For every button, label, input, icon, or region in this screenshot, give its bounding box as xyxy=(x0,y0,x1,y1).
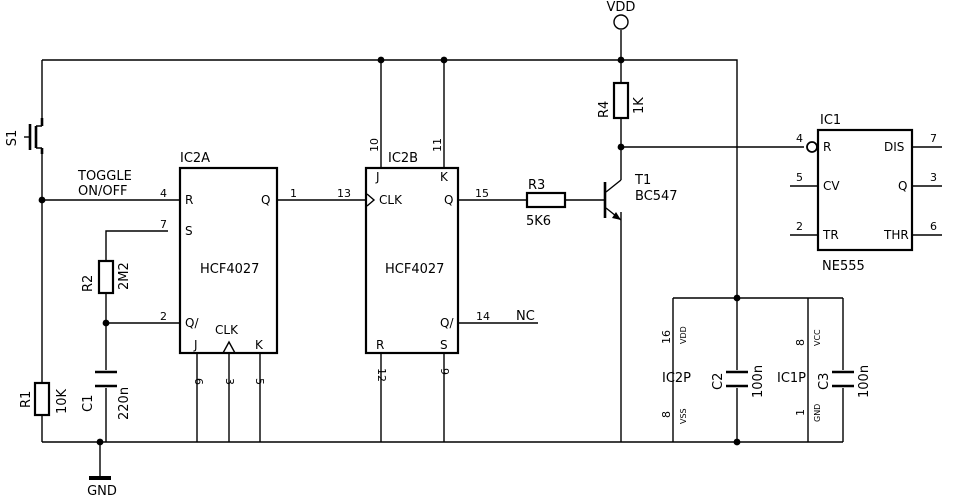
ic1-pin-tr: TR xyxy=(822,228,839,242)
ic2b-pin-r: R xyxy=(376,338,384,352)
ic2p-vss-label: VSS xyxy=(679,408,688,424)
wires xyxy=(41,30,942,476)
capacitor-c3: C3 100n xyxy=(817,365,872,398)
ic2a-pin-clk: CLK xyxy=(215,323,239,337)
ic1-pin-r: R xyxy=(823,140,831,154)
gnd-symbol: GND xyxy=(87,476,117,499)
r4-ref: R4 xyxy=(597,101,612,118)
ic2a-pinnum-clk: 3 xyxy=(223,378,236,385)
r3-ref: R3 xyxy=(528,178,545,193)
ic1-pin-thr: THR xyxy=(883,228,909,242)
c3-ref: C3 xyxy=(817,373,832,390)
ic2b-pinnum-r: 12 xyxy=(375,368,388,382)
ic2a-pin-s: S xyxy=(185,224,193,238)
resistor-r3: R3 5K6 xyxy=(525,178,567,229)
ic2a-pinnum-j: 6 xyxy=(192,378,205,385)
toggle-label-2: ON/OFF xyxy=(78,184,128,199)
c1-value: 220n xyxy=(117,387,132,420)
ic2b-pinnum-s: 9 xyxy=(438,368,451,375)
ic1-title: IC1 xyxy=(820,113,841,128)
t1-part: BC547 xyxy=(635,189,678,204)
ic2b: IC2B HCF4027 J K CLK Q Q/ R S 10 11 13 1… xyxy=(337,138,535,382)
ic2a-pinnum-k: 5 xyxy=(253,378,266,385)
ic2a-pin-j: J xyxy=(193,338,198,352)
ic2a-pinnum-q: 1 xyxy=(290,187,297,200)
s1-ref: S1 xyxy=(5,130,20,147)
c3-value: 100n xyxy=(857,365,872,398)
ic1-pinnum-thr: 6 xyxy=(930,220,937,233)
resistor-r4: R4 1K xyxy=(597,81,647,120)
ic2a-part: HCF4027 xyxy=(200,262,259,277)
ic2b-title: IC2B xyxy=(388,151,418,166)
ic2p-ref: IC2P xyxy=(662,371,691,386)
ic1-pin-q: Q xyxy=(898,179,907,193)
ic1p-power: 8 VCC IC1P 1 GND xyxy=(777,329,822,422)
ic2p-vdd-pin: 16 xyxy=(660,330,673,344)
ic2b-pin-qbar: Q/ xyxy=(440,316,454,330)
vdd-label: VDD xyxy=(607,0,636,15)
ic2p-power: 16 VDD IC2P 8 VSS xyxy=(660,326,691,424)
ic1-pin-dis: DIS xyxy=(884,140,904,154)
ic2a-pinnum-s: 7 xyxy=(160,218,167,231)
ic2b-pin-j: J xyxy=(375,170,380,184)
ic1-pinnum-cv: 5 xyxy=(796,171,803,184)
ic2b-pin-q: Q xyxy=(444,193,453,207)
ic1-pin-cv: CV xyxy=(823,179,840,193)
ic2b-part: HCF4027 xyxy=(385,262,444,277)
capacitor-c2: C2 100n xyxy=(711,365,766,398)
ic2a-pin-q: Q xyxy=(261,193,270,207)
ic2b-pin-k: K xyxy=(440,170,449,184)
r4-value: 1K xyxy=(632,97,647,114)
ic2a-pin-k: K xyxy=(255,338,264,352)
switch-s1: S1 xyxy=(5,118,44,154)
ic2b-pinnum-qbar: 14 xyxy=(476,310,490,323)
ic1-pinnum-tr: 2 xyxy=(796,220,803,233)
gnd-label: GND xyxy=(87,484,117,499)
r3-value: 5K6 xyxy=(526,214,551,229)
ic2b-pinnum-k: 11 xyxy=(431,138,444,152)
capacitor-c1: C1 220n xyxy=(81,370,132,420)
ic2a-pinnum-qbar: 2 xyxy=(160,310,167,323)
ic2b-pin-clk: CLK xyxy=(379,193,403,207)
ic1p-ref: IC1P xyxy=(777,371,806,386)
ic2p-vdd-label: VDD xyxy=(679,326,688,344)
ic1-pinnum-dis: 7 xyxy=(930,132,937,145)
ic1p-vcc-label: VCC xyxy=(813,329,822,346)
ic2a-pinnum-r: 4 xyxy=(160,187,167,200)
junctions xyxy=(38,56,741,446)
c2-value: 100n xyxy=(751,365,766,398)
ic1p-gnd-pin: 1 xyxy=(794,409,807,416)
ic2a-pin-r: R xyxy=(185,193,193,207)
resistor-r1: R1 10K xyxy=(19,381,70,417)
r1-value: 10K xyxy=(55,388,70,414)
ic1: IC1 NE555 R CV TR DIS Q THR 4 5 2 7 3 6 xyxy=(796,113,937,274)
vdd-symbol: VDD xyxy=(607,0,636,30)
ic2a-pin-qbar: Q/ xyxy=(185,316,199,330)
t1-ref: T1 xyxy=(634,173,651,188)
toggle-label: TOGGLE xyxy=(77,169,132,184)
ic2b-pin-s: S xyxy=(440,338,448,352)
r1-ref: R1 xyxy=(19,391,34,408)
ic2p-vss-pin: 8 xyxy=(660,411,673,418)
ic2b-pinnum-q: 15 xyxy=(475,187,489,200)
ic1p-gnd-label: GND xyxy=(813,404,822,422)
ic1-pinnum-q: 3 xyxy=(930,171,937,184)
ic2a-title: IC2A xyxy=(180,151,210,166)
r2-value: 2M2 xyxy=(117,262,132,290)
ic1p-vcc-pin: 8 xyxy=(794,339,807,346)
ic1-part: NE555 xyxy=(822,259,865,274)
c1-ref: C1 xyxy=(81,395,96,412)
ic2a: IC2A HCF4027 R S Q/ Q J K CLK 4 7 2 1 6 … xyxy=(160,151,297,385)
ic2b-pinnum-clk: 13 xyxy=(337,187,351,200)
transistor-t1: T1 BC547 xyxy=(603,173,678,221)
ic2b-pinnum-j: 10 xyxy=(368,138,381,152)
resistor-r2: R2 2M2 xyxy=(81,259,132,295)
ic1-pinnum-r: 4 xyxy=(796,132,803,145)
r2-ref: R2 xyxy=(81,275,96,292)
c2-ref: C2 xyxy=(711,373,726,390)
ic2b-nc-label: NC xyxy=(516,309,535,324)
